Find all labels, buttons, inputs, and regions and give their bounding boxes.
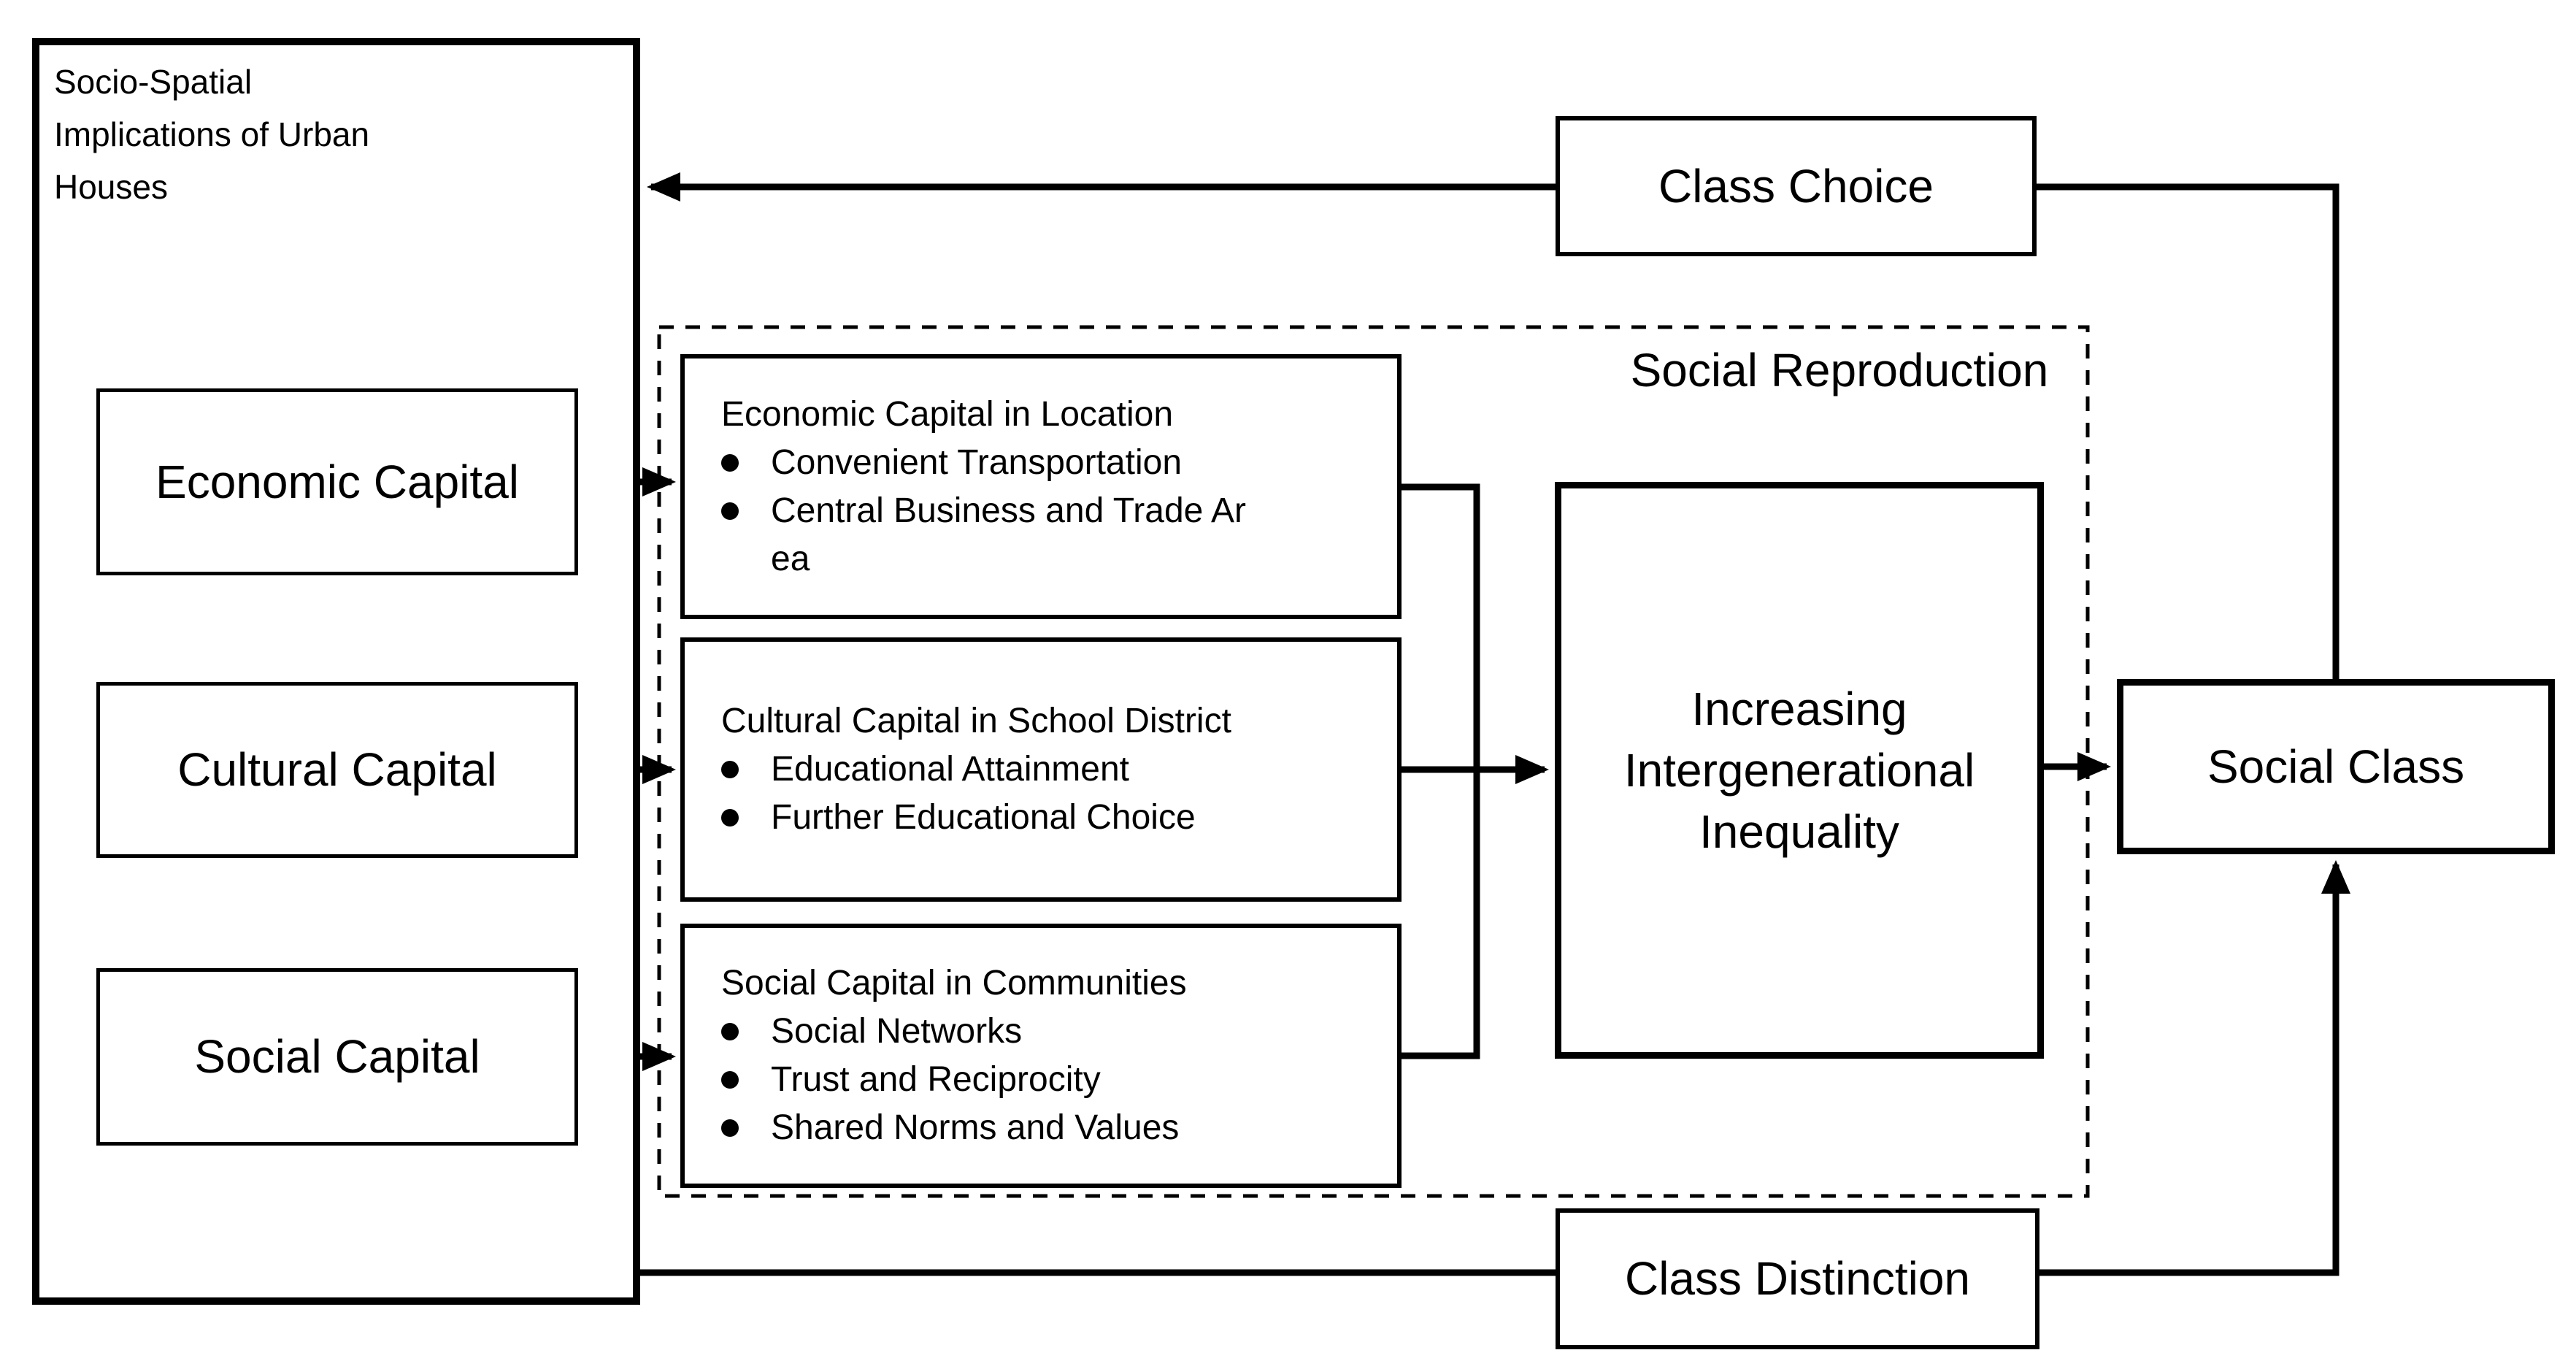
economic-capital-box: Economic Capital [96,388,578,575]
bullet-icon [721,1023,739,1040]
list-item: Convenient Transportation [721,439,1388,487]
detail-box-cultural-school-district: Cultural Capital in School District Educ… [680,637,1402,902]
economic-capital-label: Economic Capital [155,455,519,508]
inequality-label: Increasing Intergenerational Inequality [1623,683,1975,858]
list-item: Further Educational Choice [721,794,1388,842]
list-item: Social Networks [721,1008,1388,1056]
class-distinction-label: Class Distinction [1624,1252,1971,1305]
list-item-text: Educational Attainment [771,750,1129,789]
panel-title: Socio-Spatial Implications of Urban Hous… [54,55,594,213]
list-item: Shared Norms and Values [721,1104,1388,1152]
list-item: Trust and Reciprocity [721,1056,1388,1104]
detail-box-title: Social Capital in Communities [721,964,1187,1002]
social-reproduction-region-label: Social Reproduction [1630,344,2049,396]
list-item: Central Business and Trade Ar ea [721,487,1388,583]
social-class-box: Social Class [2117,679,2555,854]
cultural-capital-box: Cultural Capital [96,682,578,858]
class-distinction-box: Class Distinction [1556,1208,2039,1349]
bullet-icon [721,1119,739,1137]
list-item-text: Further Educational Choice [771,798,1196,837]
detail-box-social-communities: Social Capital in Communities Social Net… [680,924,1402,1188]
list-item-text: Central Business and Trade Ar [771,491,1247,530]
bullet-icon [721,809,739,827]
cultural-capital-label: Cultural Capital [177,743,497,797]
bullet-icon [721,1071,739,1089]
bullet-icon [721,453,739,472]
bullet-icon [721,502,739,520]
panel-title-line: Houses [54,168,168,206]
list-item-text-continued: ea [771,539,810,578]
detail-box-title: Economic Capital in Location [721,394,1174,434]
list-item-text: Trust and Reciprocity [771,1060,1101,1099]
class-choice-label: Class Choice [1658,159,1934,212]
list-item-text: Shared Norms and Values [771,1108,1180,1147]
panel-title-line: Implications of Urban [54,115,370,153]
panel-title-line: Socio-Spatial [54,63,253,101]
social-capital-label: Social Capital [194,1030,480,1084]
social-capital-box: Social Capital [96,968,578,1146]
list-item-text: Social Networks [771,1012,1023,1051]
increasing-intergenerational-inequality-box: Increasing Intergenerational Inequality [1555,482,2044,1059]
list-item: Educational Attainment [721,745,1388,794]
class-choice-box: Class Choice [1556,116,2037,256]
list-item-text: Convenient Transportation [771,442,1183,482]
detail-box-economic-location: Economic Capital in Location Convenient … [680,354,1402,619]
feedback-top-class-choice-line [647,172,2339,679]
social-class-label: Social Class [2207,740,2465,793]
bullet-icon [721,761,739,778]
detail-box-title: Cultural Capital in School District [721,702,1231,740]
feedback-bottom-class-distinction-line [640,860,2350,1276]
